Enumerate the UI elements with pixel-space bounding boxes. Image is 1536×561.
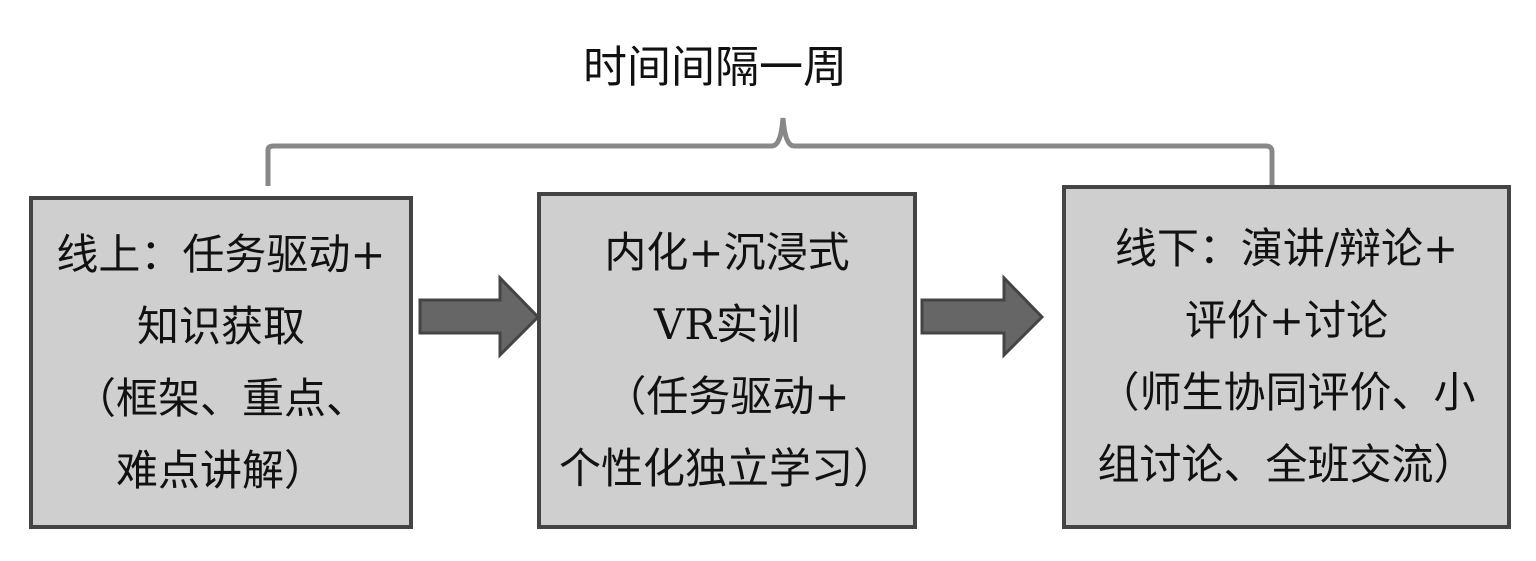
box-line: 难点讲解）	[115, 445, 326, 495]
box-line: （师生协同评价、小	[1097, 368, 1476, 417]
box-line: 个性化独立学习）	[558, 443, 895, 493]
box-line: （框架、重点、	[73, 373, 368, 423]
vr-training-box: 内化+沉浸式 VR实训 （任务驱动+ 个性化独立学习）	[537, 192, 917, 529]
box-line: 知识获取	[136, 301, 305, 351]
brace	[265, 117, 1275, 186]
box-line: 线下：演讲/辩论+	[1114, 224, 1459, 273]
offline-stage-box: 线下：演讲/辩论+ 评价+讨论 （师生协同评价、小 组讨论、全班交流）	[1062, 185, 1511, 529]
box-line: 线上：任务驱动+	[56, 229, 386, 279]
arrow-right-icon	[920, 274, 1045, 359]
online-stage-box: 线上：任务驱动+ 知识获取 （框架、重点、 难点讲解）	[29, 196, 413, 529]
box-line: 评价+讨论	[1184, 296, 1389, 345]
box-line: （任务驱动+	[604, 371, 850, 421]
box-line: 组讨论、全班交流）	[1097, 440, 1476, 489]
interval-label: 时间间隔一周	[583, 42, 847, 93]
box-line: VR实训	[654, 299, 800, 349]
arrow-right-icon	[418, 274, 541, 359]
box-line: 内化+沉浸式	[604, 227, 850, 277]
